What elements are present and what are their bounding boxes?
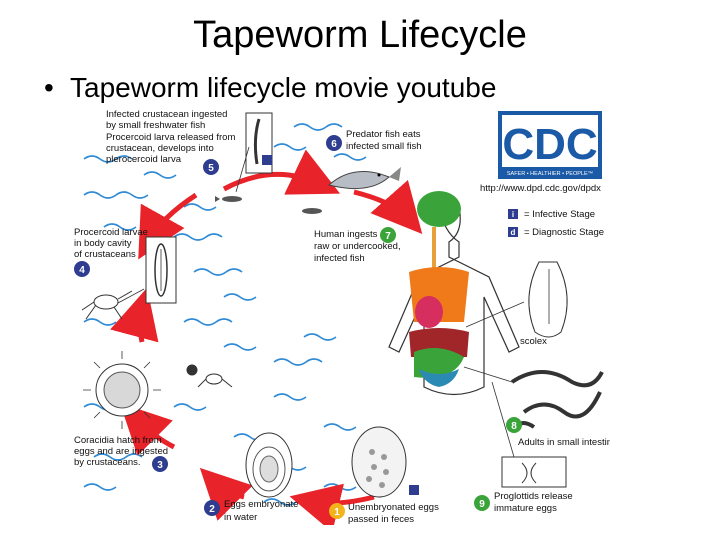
svg-text:5: 5 <box>208 163 214 174</box>
bullet-dot-icon: • <box>44 72 54 103</box>
step-7-label: Human ingests raw or undercooked, infect… <box>314 229 403 264</box>
diagnostic-stage-marker-icon <box>409 485 419 495</box>
svg-text:= Infective Stage: = Infective Stage <box>524 209 595 220</box>
svg-text:i: i <box>512 210 514 219</box>
proglottid-icon <box>501 456 567 488</box>
cdc-logo: CDC SAFER • HEALTHIER • PEOPLE™ <box>498 111 602 179</box>
svg-text:6: 6 <box>331 139 337 150</box>
step-8-circle <box>506 417 522 433</box>
svg-text:2: 2 <box>209 504 215 515</box>
crustacean-icon <box>81 288 145 320</box>
lifecycle-diagram: CDC SAFER • HEALTHIER • PEOPLE™ http://w… <box>74 107 610 525</box>
step-5-label: Infected crustacean ingested by small fr… <box>106 109 238 165</box>
cdc-url-link[interactable]: http://www.dpd.cdc.gov/dpdx <box>480 183 601 194</box>
procercoid-larva-icon <box>145 236 177 304</box>
svg-text:CDC: CDC <box>502 120 597 169</box>
svg-text:4: 4 <box>79 265 85 276</box>
slide-title: Tapeworm Lifecycle <box>193 14 527 56</box>
predator-fish-icon <box>327 167 401 190</box>
coracidium-icon <box>83 351 161 429</box>
svg-text:3: 3 <box>157 460 163 471</box>
plerocercoid-larva-icon <box>245 112 273 174</box>
step-2-circle <box>204 500 220 516</box>
step-6-circle <box>326 135 342 151</box>
small-fish-icon <box>215 196 322 214</box>
unembryonated-egg-icon <box>351 426 407 498</box>
step-4-label: Procercoid larvae in body cavity of crus… <box>74 227 151 260</box>
step-2-label: Eggs embryonate in water <box>224 499 301 523</box>
bullet-item: • Tapeworm lifecycle movie youtube <box>44 72 496 104</box>
svg-text:9: 9 <box>479 499 485 510</box>
step-6-label: Predator fish eats infected small fish <box>346 129 423 152</box>
bullet-text[interactable]: Tapeworm lifecycle movie youtube <box>70 72 497 103</box>
legend: i = Infective Stage d = Diagnostic Stage <box>508 209 604 238</box>
scolex-label: scolex <box>520 336 547 347</box>
svg-text:8: 8 <box>511 421 517 432</box>
svg-text:7: 7 <box>385 231 391 242</box>
lifecycle-svg: CDC SAFER • HEALTHIER • PEOPLE™ http://w… <box>74 109 610 525</box>
step-9-label: Proglottids release immature eggs <box>494 491 575 514</box>
step-4-circle <box>74 261 90 277</box>
step-8-label: Adults in small intestine <box>518 437 610 448</box>
step-3-circle <box>152 456 168 472</box>
step-5-circle <box>203 159 219 175</box>
embryonated-egg-icon <box>245 432 293 498</box>
human-anatomy-icon <box>388 191 520 396</box>
step-9-circle <box>474 495 490 511</box>
step-7-circle <box>380 227 396 243</box>
step-3-label: Coracidia hatch from eggs and are ingest… <box>74 435 171 468</box>
scolex-icon <box>528 261 568 338</box>
step-1-label: Unembryonated eggs passed in feces <box>348 502 441 525</box>
svg-text:SAFER • HEALTHIER • PEOPLE™: SAFER • HEALTHIER • PEOPLE™ <box>507 171 593 177</box>
adult-tapeworm-icon <box>510 370 604 433</box>
step-1-circle <box>329 503 345 519</box>
svg-text:d: d <box>511 228 516 237</box>
svg-text:= Diagnostic Stage: = Diagnostic Stage <box>524 227 604 238</box>
svg-text:1: 1 <box>334 507 340 518</box>
small-crustacean-icon <box>186 364 233 388</box>
